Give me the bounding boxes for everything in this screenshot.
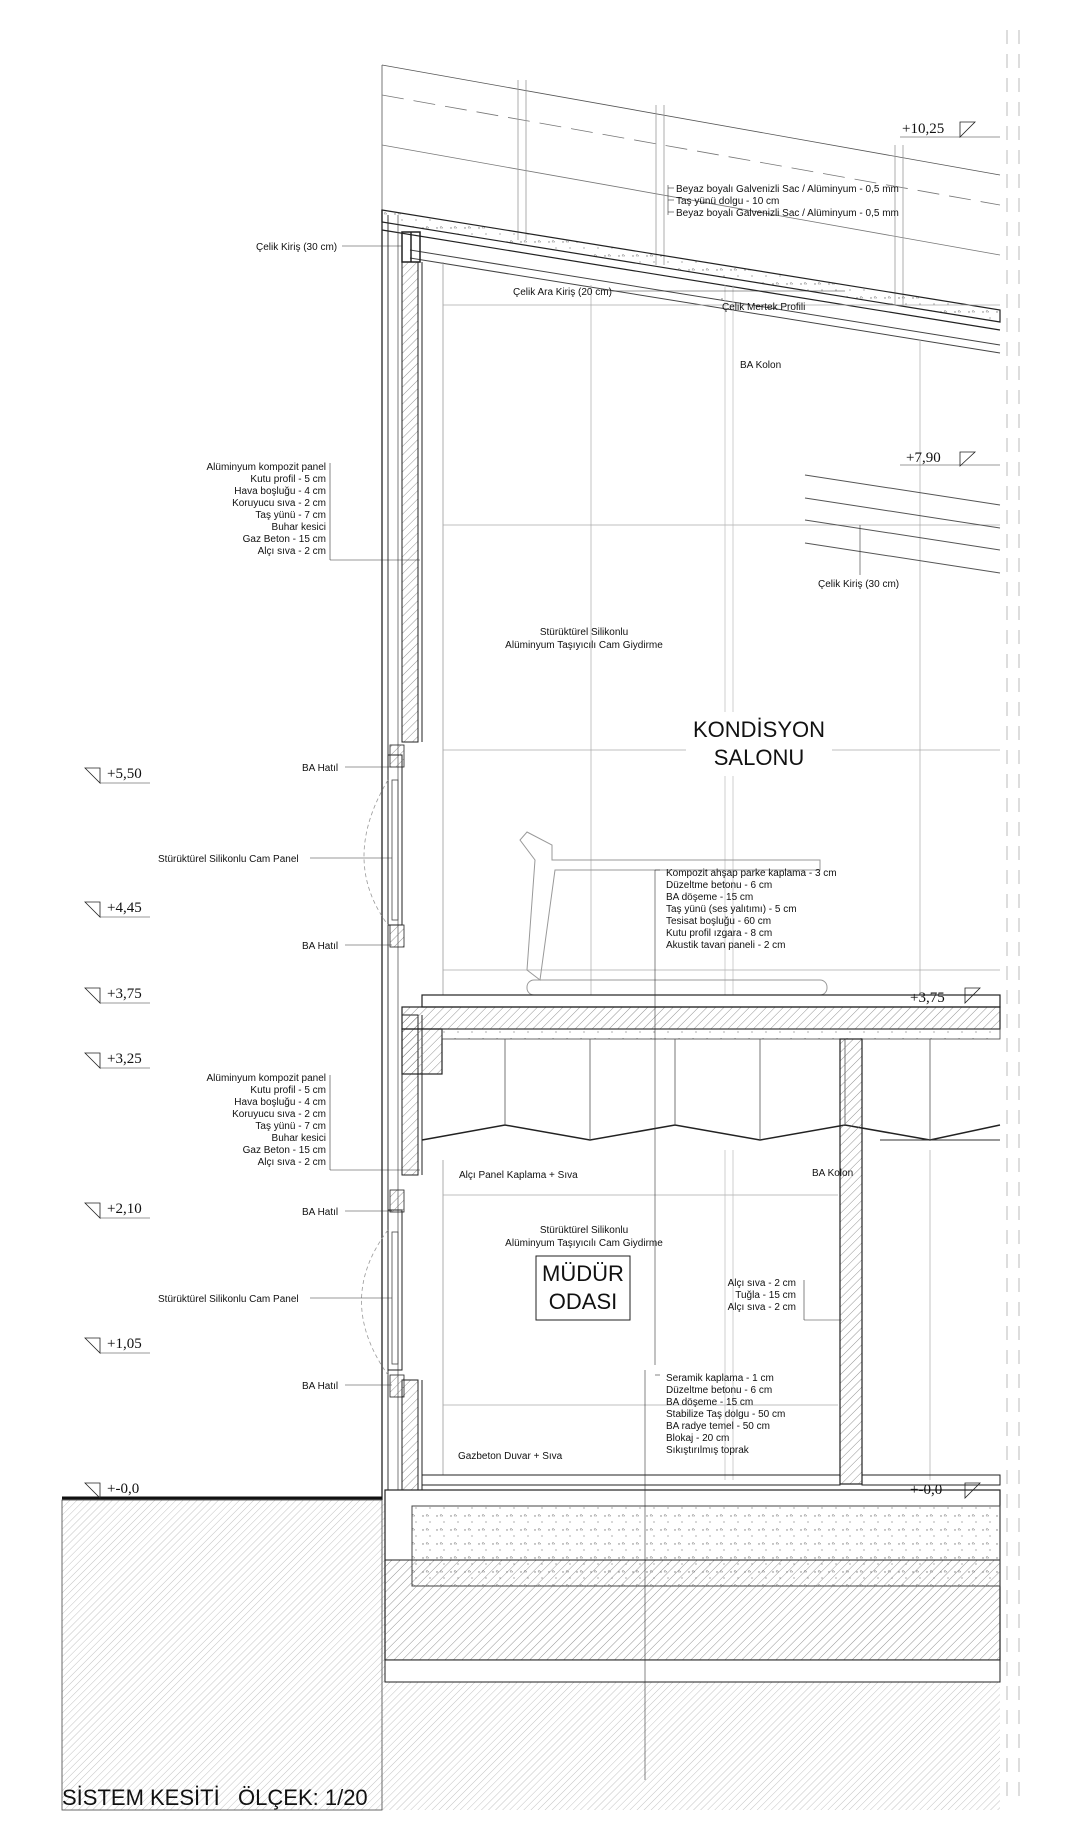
exterior-wall	[361, 210, 423, 1501]
wall-layers-lower: Alüminyum kompozit panel Kutu profil - 5…	[207, 1073, 420, 1171]
label-ba-hatil-4: BA Hatıl	[302, 1381, 338, 1392]
label-curtain-upper-1: Stürüktürel Silikonlu	[540, 627, 628, 638]
roof-assembly	[381, 64, 1001, 354]
level-markers: +7,90 +5,50 +4,45 +3,75 +3,75 +3,25 +2,1…	[84, 450, 1000, 1499]
level-label-790: +7,90	[906, 450, 941, 466]
wall-lower-layer-2: Kutu profil - 5 cm	[250, 1085, 326, 1096]
ground-layer-2: Düzeltme betonu - 6 cm	[666, 1385, 772, 1396]
wall-upper-layer-3: Hava boşluğu - 4 cm	[234, 486, 326, 497]
level-label-550: +5,50	[107, 766, 142, 782]
partition-layers: Alçı sıva - 2 cm Tuğla - 15 cm Alçı sıva…	[728, 1278, 842, 1321]
room-name-upper-2: SALONU	[714, 745, 804, 770]
roof-layer-1: Beyaz boyalı Galvenizli Sac / Alüminyum …	[676, 184, 899, 195]
wall-lower-layer-3: Hava boşluğu - 4 cm	[234, 1097, 326, 1108]
floor-layer-5: Tesisat boşluğu - 60 cm	[666, 916, 771, 927]
wall-lower-layer-6: Buhar kesici	[272, 1133, 326, 1144]
level-label-325: +3,25	[107, 1051, 142, 1067]
label-ba-hatil-1: BA Hatıl	[302, 763, 338, 774]
ground-layer-4: Stabilize Taş dolgu - 50 cm	[666, 1409, 785, 1420]
partition-layer-2: Tuğla - 15 cm	[735, 1290, 796, 1301]
floor-layer-3: BA döşeme - 15 cm	[666, 892, 753, 903]
level-label-00-right: +-0,0	[910, 1482, 942, 1498]
label-gazbeton: Gazbeton Duvar + Sıva	[458, 1451, 563, 1462]
label-cam-panel-2: Stürüktürel Silikonlu Cam Panel	[158, 1294, 299, 1305]
room-name-lower-2: ODASI	[549, 1289, 617, 1314]
wall-lower-layer-7: Gaz Beton - 15 cm	[243, 1145, 326, 1156]
level-label-00: +-0,0	[107, 1481, 139, 1497]
wall-upper-layer-2: Kutu profil - 5 cm	[250, 474, 326, 485]
upper-annotations: Çelik Kiriş (30 cm) Çelik Ara Kiriş (20 …	[256, 242, 899, 651]
roof-layer-3: Beyaz boyalı Galvenizli Sac / Alüminyum …	[676, 208, 899, 219]
ground-layers: Seramik kaplama - 1 cm Düzeltme betonu -…	[655, 1373, 785, 1456]
wall-upper-layer-4: Koruyucu sıva - 2 cm	[232, 498, 326, 509]
label-ba-hatil-3: BA Hatıl	[302, 1207, 338, 1218]
level-label-105: +1,05	[107, 1336, 142, 1352]
label-alci-panel: Alçı Panel Kaplama + Sıva	[459, 1170, 578, 1181]
level-label-375: +3,75	[107, 986, 142, 1002]
level-label-1025: +10,25	[902, 121, 944, 137]
roof-layer-labels: Beyaz boyalı Galvenizli Sac / Alüminyum …	[667, 184, 899, 219]
label-celik-ara-kiris: Çelik Ara Kiriş (20 cm)	[513, 287, 612, 298]
label-curtain-lower-2: Alüminyum Taşıyıcılı Cam Giydirme	[505, 1238, 663, 1249]
room-mudur-odasi: MÜDÜR ODASI	[535, 1255, 631, 1321]
ground-layer-1: Seramik kaplama - 1 cm	[666, 1373, 774, 1384]
right-border-marks	[1006, 30, 1020, 1805]
wall-lower-layer-1: Alüminyum kompozit panel	[207, 1073, 327, 1084]
ground-layer-6: Blokaj - 20 cm	[666, 1433, 729, 1444]
ground-layer-7: Sıkıştırılmış toprak	[666, 1445, 750, 1456]
label-cam-panel-1: Stürüktürel Silikonlu Cam Panel	[158, 854, 299, 865]
floor-slab	[401, 1006, 1001, 1141]
wall-lower-layer-8: Alçı sıva - 2 cm	[258, 1157, 326, 1168]
floor-layer-4: Taş yünü (ses yalıtımı) - 5 cm	[666, 904, 797, 915]
room-kondisyon-salonu: KONDİSYON SALONU	[686, 712, 832, 776]
wall-upper-layer-7: Gaz Beton - 15 cm	[243, 534, 326, 545]
facade-labels-upper: BA Hatıl Stürüktürel Silikonlu Cam Panel…	[158, 763, 392, 952]
label-ba-kolon-upper: BA Kolon	[740, 360, 781, 371]
label-ba-hatil-2: BA Hatıl	[302, 941, 338, 952]
label-ba-kolon-lower: BA Kolon	[812, 1168, 853, 1179]
partition-layer-1: Alçı sıva - 2 cm	[728, 1278, 796, 1289]
floor-layer-6: Kutu profil ızgara - 8 cm	[666, 928, 772, 939]
floor-layer-7: Akustik tavan paneli - 2 cm	[666, 940, 786, 951]
label-curtain-lower-1: Stürüktürel Silikonlu	[540, 1225, 628, 1236]
floor-layers: Kompozit ahşap parke kaplama - 3 cm Düze…	[654, 868, 837, 1365]
wall-upper-layer-6: Buhar kesici	[272, 522, 326, 533]
room-name-upper-1: KONDİSYON	[693, 717, 825, 742]
label-celik-kiris-top: Çelik Kiriş (30 cm)	[256, 242, 337, 253]
floor-layer-1: Kompozit ahşap parke kaplama - 3 cm	[666, 868, 837, 879]
lower-room	[421, 1038, 1001, 1486]
ground-and-foundation	[61, 1370, 1001, 1811]
level-label-210: +2,10	[107, 1201, 142, 1217]
label-curtain-upper-2: Alüminyum Taşıyıcılı Cam Giydirme	[505, 640, 663, 651]
label-celik-kiris-right: Çelik Kiriş (30 cm)	[818, 579, 899, 590]
level-label-445: +4,45	[107, 900, 142, 916]
wall-lower-layer-4: Koruyucu sıva - 2 cm	[232, 1109, 326, 1120]
wall-upper-layer-1: Alüminyum kompozit panel	[207, 462, 327, 473]
floor-layer-2: Düzeltme betonu - 6 cm	[666, 880, 772, 891]
level-marker-1025: +10,25	[900, 121, 1000, 138]
upper-room	[421, 262, 1001, 1008]
lower-annotations: BA Hatıl Stürüktürel Silikonlu Cam Panel…	[158, 1168, 853, 1462]
wall-upper-layer-8: Alçı sıva - 2 cm	[258, 546, 326, 557]
roof-layer-2: Taş yünü dolgu - 10 cm	[676, 196, 779, 207]
partition-layer-3: Alçı sıva - 2 cm	[728, 1302, 796, 1313]
room-name-lower-1: MÜDÜR	[542, 1261, 624, 1286]
wall-upper-layer-5: Taş yünü - 7 cm	[255, 510, 326, 521]
wall-lower-layer-5: Taş yünü - 7 cm	[255, 1121, 326, 1132]
wall-layers-upper: Alüminyum kompozit panel Kutu profil - 5…	[207, 462, 420, 561]
level-label-375-right: +3,75	[910, 990, 945, 1006]
ground-layer-3: BA döşeme - 15 cm	[666, 1397, 753, 1408]
ground-layer-5: BA radye temel - 50 cm	[666, 1421, 770, 1432]
label-celik-mertek: Çelik Mertek Profili	[722, 302, 805, 313]
drawing-title: SİSTEM KESİTİ ÖLÇEK: 1/20	[62, 1785, 368, 1810]
